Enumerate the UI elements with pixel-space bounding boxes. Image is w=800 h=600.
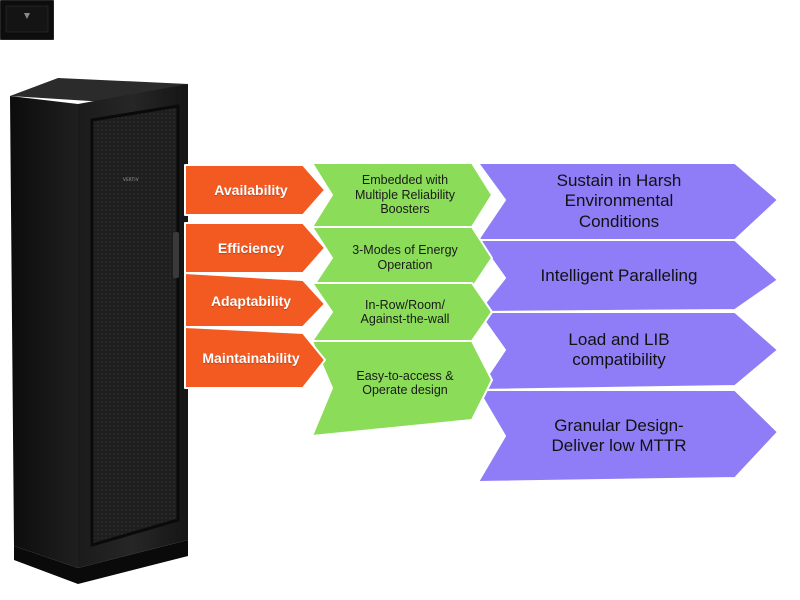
door-frame [90,104,180,547]
benefit-arrow-1 [477,162,779,241]
feature-arrow-1 [184,164,326,216]
feature-arrow-2 [184,222,326,274]
feature-arrow-3 [184,272,326,328]
benefit-arrow-3 [477,311,779,391]
ups-cabinet: VERTIV [0,0,200,600]
panel-brand-text: VERTIV [123,177,139,182]
benefit-arrow-2 [477,239,779,313]
detail-arrow-4 [311,340,493,437]
door-mesh [92,106,178,545]
control-panel-display[interactable] [0,0,54,40]
detail-arrow-3 [311,282,493,342]
cabinet-plinth [14,540,188,584]
detail-arrow-2 [311,226,493,289]
cabinet-side [10,96,78,568]
cabinet-body [10,78,188,584]
detail-arrow-1 [311,162,493,228]
door-handle[interactable] [173,232,179,278]
feature-arrow-4 [184,326,326,389]
benefit-arrow-4 [477,389,779,483]
